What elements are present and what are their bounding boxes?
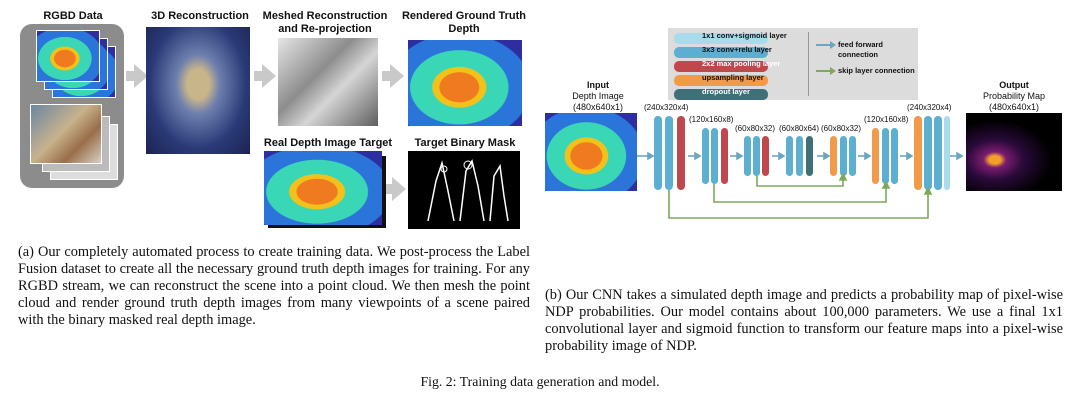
left-caption: (a) Our completely automated process to …: [18, 244, 530, 328]
binary-mask-image: [408, 151, 520, 229]
legend-swatch: [674, 61, 768, 72]
legend-swatch: [674, 33, 768, 44]
rgbd-data-label: RGBD Data: [43, 10, 103, 22]
meshed-label: Meshed Reconstruction and Re-projection: [262, 10, 388, 35]
binary-mask-label: Target Binary Mask: [414, 137, 516, 149]
dim-label: (60x80x32): [735, 124, 776, 133]
skip-connection-label: skip layer connection: [838, 66, 915, 75]
legend-label: upsampling layer: [702, 73, 764, 82]
output-probability-image: [966, 113, 1062, 191]
input-subtitle: Depth Image: [572, 91, 624, 101]
legend-swatch: [674, 75, 768, 86]
input-title: Input: [587, 80, 609, 90]
cnn-diagram: [637, 116, 964, 219]
feed-forward-label: feed forward connection: [838, 40, 884, 59]
arrow-icon: [390, 64, 404, 88]
meshed-image: [278, 38, 378, 126]
dim-label: (240x320x4): [644, 103, 689, 112]
arrow-icon: [392, 177, 406, 201]
output-title: Output: [999, 80, 1029, 90]
legend-box: 1x1 conv+sigmoid layer 3x3 conv+relu lay…: [668, 28, 918, 100]
real-depth-label: Real Depth Image Target: [263, 137, 393, 149]
reconstruction-label: 3D Reconstruction: [151, 10, 249, 22]
output-dims: (480x640x1): [988, 102, 1040, 112]
rgbd-stack-image: [20, 24, 124, 188]
dim-label: (120x160x8): [864, 115, 909, 124]
dim-label: (240x320x4): [907, 103, 952, 112]
input-depth-image: [545, 113, 637, 191]
figure-caption: Fig. 2: Training data generation and mod…: [420, 374, 660, 389]
rendered-label: Rendered Ground Truth Depth: [401, 10, 527, 35]
output-subtitle: Probability Map: [982, 91, 1046, 101]
dim-label: (60x80x32): [821, 124, 862, 133]
legend-swatch: [674, 47, 768, 58]
legend-label: 1x1 conv+sigmoid layer: [702, 31, 787, 40]
arrow-icon: [134, 64, 148, 88]
dim-label: (60x80x64): [779, 124, 820, 133]
legend-label: dropout layer: [702, 87, 750, 96]
right-caption: (b) Our CNN takes a simulated depth imag…: [545, 287, 1063, 354]
reconstruction-image: [146, 27, 250, 154]
legend-label: 3x3 conv+relu layer: [702, 45, 772, 54]
skip-connection-arrow-icon: [816, 67, 836, 75]
real-depth-image: [264, 151, 382, 225]
arrow-icon: [262, 64, 276, 88]
legend-label: 2x2 max pooling layer: [702, 59, 781, 68]
legend-swatch: [674, 89, 768, 100]
feed-forward-arrow-icon: [816, 41, 836, 49]
rendered-depth-image: [408, 40, 522, 126]
input-dims: (480x640x1): [572, 102, 624, 112]
dim-label: (120x160x8): [689, 115, 734, 124]
